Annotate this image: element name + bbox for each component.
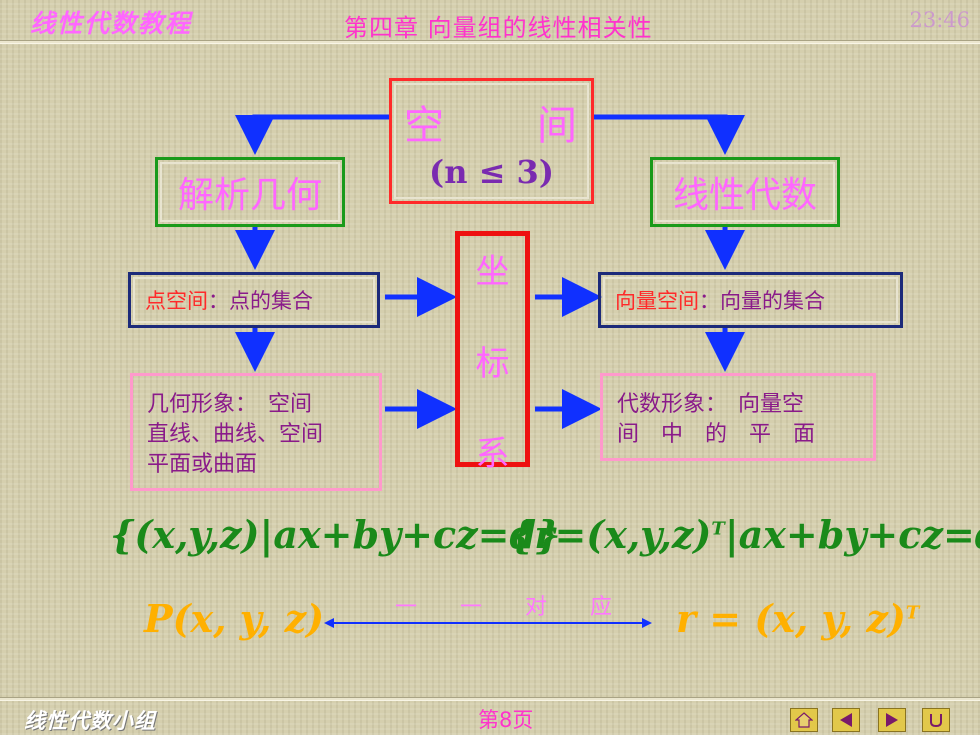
- arrow-space-to-geometry: [235, 114, 389, 155]
- geometric-image-line-3: 平面或曲面: [147, 452, 258, 477]
- vector-set-post: |ax+by+cz=d}: [724, 512, 980, 557]
- footer-group: 线性代数小组: [24, 708, 156, 733]
- point-space-colon: ：: [208, 289, 229, 313]
- coord-char-1: 坐: [475, 252, 510, 292]
- algebraic-image-box: 代数形象： 向量空 间 中 的 平 面: [600, 373, 876, 461]
- vector-formula: r = (x, y, z)T: [676, 596, 919, 641]
- home-button[interactable]: [790, 708, 818, 732]
- coord-char-3: 系: [475, 434, 510, 474]
- vector-space-tail: 向量的集合: [720, 289, 825, 313]
- return-button[interactable]: [922, 708, 950, 732]
- vector-space-box: 向量空间：向量的集合: [598, 272, 903, 328]
- linear-algebra-box: 线性代数: [650, 157, 840, 227]
- space-label-right: 间: [537, 103, 577, 149]
- analytic-geometry-box: 解析几何: [155, 157, 345, 227]
- home-icon: [795, 712, 813, 728]
- geometric-image-line-1: 几何形象： 空间: [147, 392, 313, 417]
- coord-char-2: 标: [475, 344, 510, 384]
- space-box: 空 间 (n ≤ 3): [389, 78, 594, 204]
- triangle-right-icon: [886, 713, 898, 727]
- vector-set-formula: {r=(x,y,z)T|ax+by+cz=d}: [510, 512, 980, 557]
- point-space-tail: 点的集合: [229, 289, 313, 313]
- point-formula: P(x, y, z): [144, 596, 325, 641]
- coordinate-system-box: 坐 标 系: [455, 231, 530, 474]
- page-number: 第8页: [478, 708, 534, 732]
- vector-set-transpose: T: [711, 518, 725, 540]
- footer-divider: [0, 697, 980, 701]
- algebraic-image-line-1: 代数形象： 向量空: [617, 392, 805, 417]
- prev-button[interactable]: [832, 708, 860, 732]
- space-label-left: 空: [404, 103, 444, 149]
- vector-formula-body: r = (x, y, z): [676, 596, 906, 641]
- vector-space-head: 向量空间: [615, 289, 699, 313]
- point-space-box: 点空间：点的集合: [128, 272, 380, 328]
- return-icon: [930, 714, 942, 728]
- algebraic-image-line-2: 间 中 的 平 面: [617, 422, 816, 447]
- space-condition: (n ≤ 3): [429, 153, 554, 191]
- clock-time: 23:46: [909, 8, 970, 32]
- vector-set-pre: {r=(x,y,z): [510, 512, 712, 557]
- point-space-head: 点空间: [145, 289, 208, 313]
- one-to-one-label: 一 一 对 应: [395, 595, 630, 620]
- triangle-left-icon: [840, 713, 852, 727]
- vector-formula-transpose: T: [905, 602, 920, 624]
- arrow-space-to-algebra: [594, 114, 745, 155]
- point-set-formula: {(x,y,z)|ax+by+cz=d}: [110, 512, 561, 557]
- next-button[interactable]: [878, 708, 906, 732]
- course-title: 线性代数教程: [30, 9, 193, 38]
- geometric-image-line-2: 直线、曲线、空间: [147, 422, 324, 447]
- header-divider: [0, 40, 980, 44]
- geometric-image-box: 几何形象： 空间 直线、曲线、空间 平面或曲面: [130, 373, 382, 491]
- vector-space-colon: ：: [699, 289, 720, 313]
- chapter-title: 第四章 向量组的线性相关性: [344, 14, 653, 42]
